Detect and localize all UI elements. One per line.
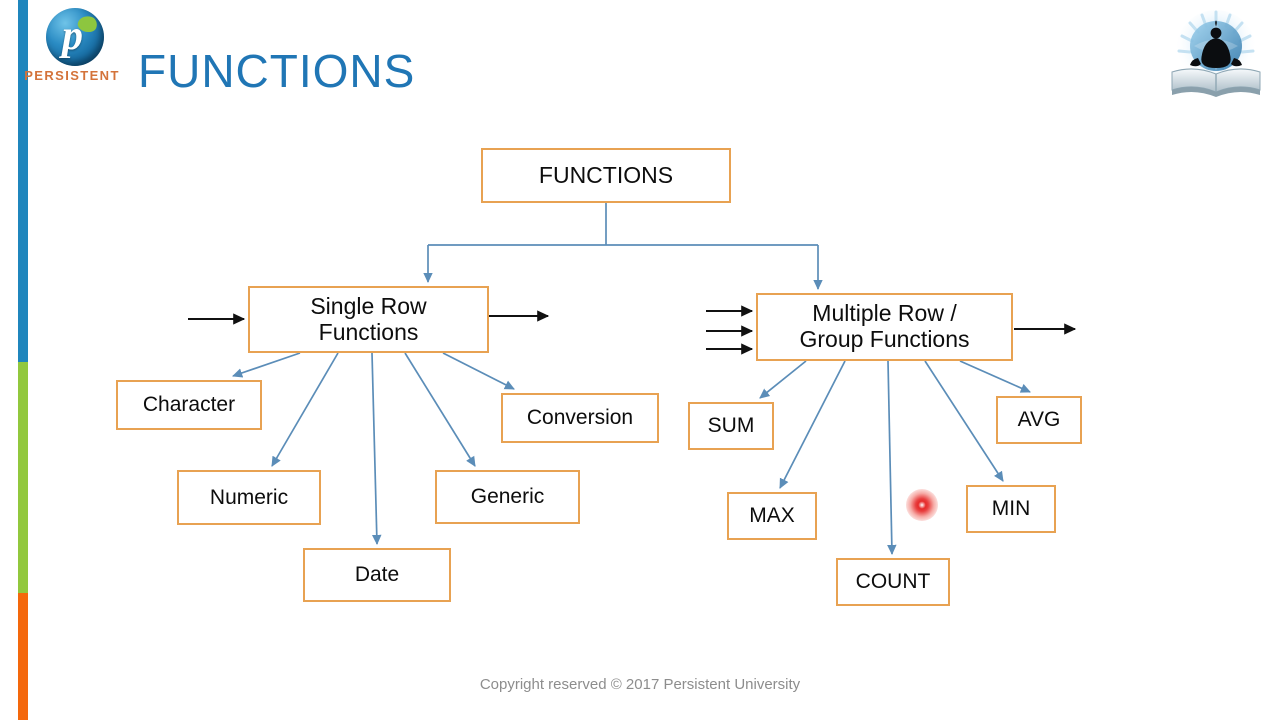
node-functions[interactable]: FUNCTIONS xyxy=(481,148,731,203)
page-title: FUNCTIONS xyxy=(138,45,416,97)
node-count[interactable]: COUNT xyxy=(836,558,950,606)
cursor-click-indicator xyxy=(906,489,938,521)
node-sum[interactable]: SUM xyxy=(688,402,774,450)
rail-segment-blue xyxy=(18,0,28,362)
node-multiple-row-group-functions[interactable]: Multiple Row / Group Functions xyxy=(756,293,1013,361)
node-numeric[interactable]: Numeric xyxy=(177,470,321,525)
node-max[interactable]: MAX xyxy=(727,492,817,540)
rail-segment-orange xyxy=(18,593,28,720)
node-character[interactable]: Character xyxy=(116,380,262,430)
copyright-footer: Copyright reserved © 2017 Persistent Uni… xyxy=(479,676,801,693)
persistent-p-mark: p xyxy=(62,13,83,59)
persistent-wordmark: PERSISTENT xyxy=(24,68,120,83)
rail-segment-green xyxy=(18,362,28,593)
node-generic[interactable]: Generic xyxy=(435,470,580,524)
persistent-university-logo xyxy=(1164,6,1268,104)
node-conversion[interactable]: Conversion xyxy=(501,393,659,443)
persistent-logo: p PERSISTENT xyxy=(20,8,124,98)
node-date[interactable]: Date xyxy=(303,548,451,602)
node-single-row-functions[interactable]: Single Row Functions xyxy=(248,286,489,353)
node-min[interactable]: MIN xyxy=(966,485,1056,533)
node-avg[interactable]: AVG xyxy=(996,396,1082,444)
persistent-globe-icon: p xyxy=(46,8,104,66)
